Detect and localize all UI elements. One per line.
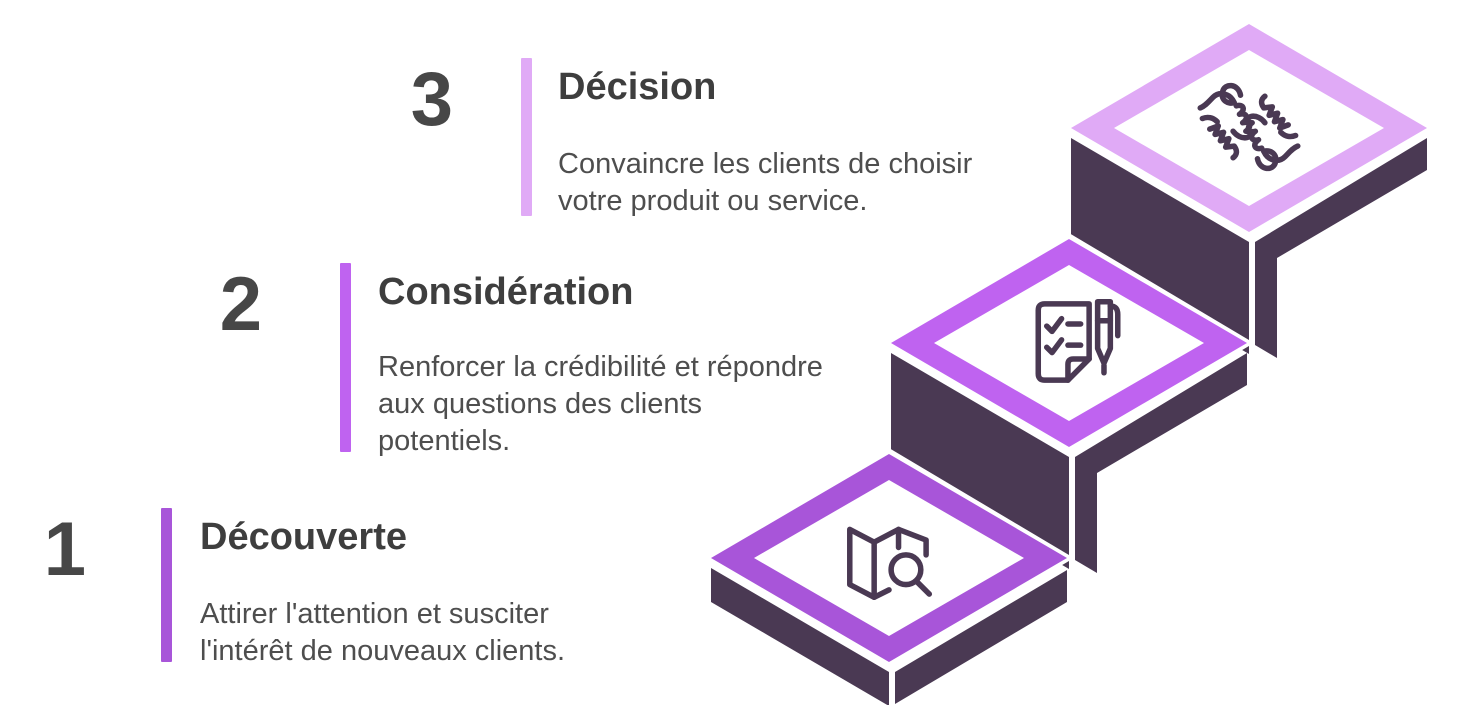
step2-desc-line: potentiels. [378,425,511,457]
stair1-right-face [895,570,1067,704]
handshake-icon [1197,82,1301,172]
step1-desc-line: Attirer l'attention et susciter [200,598,549,630]
step1-number: 1 [43,507,86,592]
stair-block-2 [884,233,1254,573]
stair1-left-face [711,568,889,705]
step3-desc-line: votre produit ou service. [558,185,868,217]
step3-title: Décision [558,66,717,108]
step1-title: Découverte [200,516,407,558]
step2-desc-line: Renforcer la crédibilité et répondre [378,351,823,383]
step1-desc-line: l'intérêt de nouveaux clients. [200,635,566,667]
stair-block-3 [1064,18,1434,358]
step3-accent-bar [521,58,532,216]
step3-desc-line: Convaincre les clients de choisir [558,148,973,180]
step2-accent-bar [340,263,351,452]
stair2-right-face [1075,353,1247,573]
map-search-icon [847,526,933,601]
step1-accent-bar [161,508,172,662]
step2-desc-line: aux questions des clients [378,388,703,420]
stair3-right-face [1255,138,1427,358]
step3-number: 3 [410,57,453,142]
stair3-left-face [1071,138,1249,354]
step2-description: Renforcer la crédibilité et répondre aux… [378,349,823,460]
stair1-tile-face [754,480,1024,636]
step2-number: 2 [219,262,262,347]
step3-description: Convaincre les clients de choisir votre … [558,146,972,220]
checklist-pen-icon [1035,298,1121,383]
stair-block-1 [704,448,1074,705]
stair2-left-face [891,353,1069,569]
step1-description: Attirer l'attention et susciter l'intérê… [200,596,565,670]
step2-title: Considération [378,271,634,313]
